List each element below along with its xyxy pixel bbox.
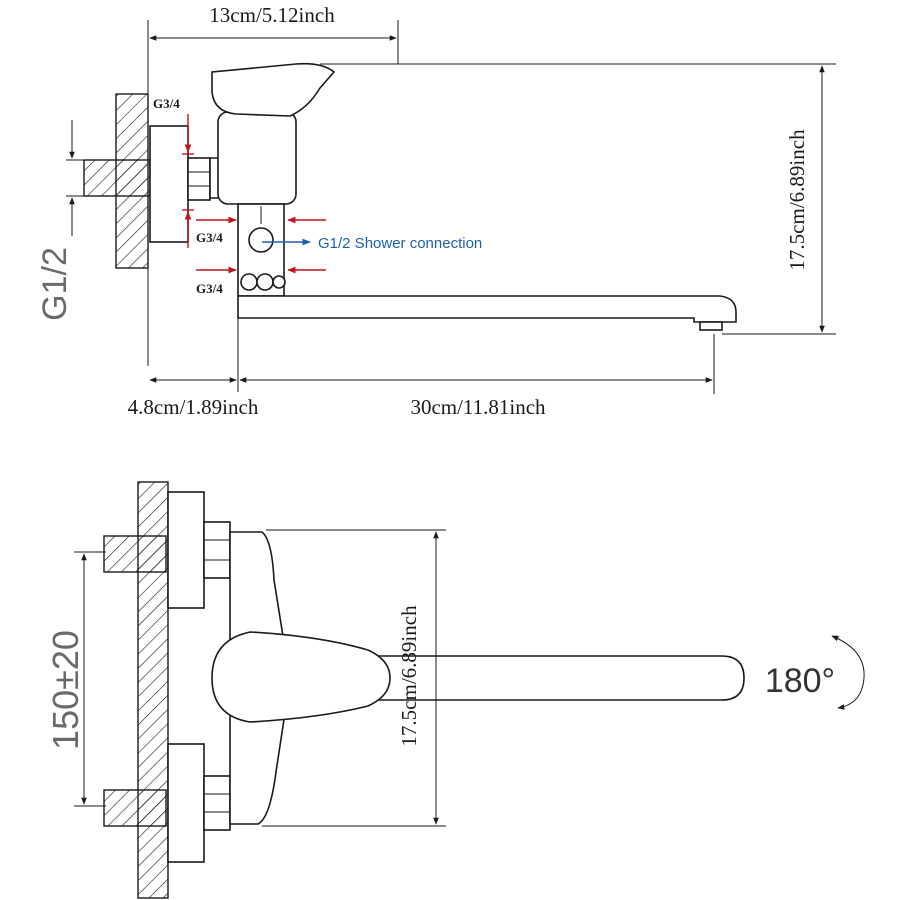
upper-nut [203,521,231,579]
rotation-label: 180° [765,662,835,700]
dim-spout-length: 30cm/11.81inch [410,395,546,419]
spout-side [237,295,737,323]
aerator-side [699,321,723,331]
nut-side [187,157,211,201]
wall-thread-label: G1/2 [36,247,74,321]
inlet-spacing-label: 150±20 [45,630,86,750]
shower-port-circle [248,227,274,253]
inlet-mid-label: G3/4 [196,230,223,245]
side-view: 13cm/5.12inch 17.5cm/6.89inch 4.8cm/1.89… [36,3,836,419]
flange-side [149,125,189,243]
shower-connection-label: G1/2 Shower connection [318,235,482,252]
dim-height-side: 17.5cm/6.89inch [785,129,809,271]
dim-height-front: 17.5cm/6.89inch [397,605,421,747]
inlet-top-label: G3/4 [153,96,180,111]
dim-wall-offset: 4.8cm/1.89inch [128,395,259,419]
upper-inlet-pipe [103,535,167,573]
upper-flange [167,491,205,609]
rotation-arrow-icon [831,635,865,710]
dim-top-width: 13cm/5.12inch [209,3,335,27]
lower-flange [167,743,205,863]
lower-inlet-pipe [103,789,167,827]
lever-handle-side [211,62,336,117]
inlet-bottom-label: G3/4 [196,281,223,296]
lever-handle-front [211,631,391,723]
front-view: 17.5cm/6.89inch 150±20 180° [45,481,865,899]
spout-front [359,655,745,701]
lower-nut [203,775,231,831]
wall-pipe-side [83,159,151,197]
mixer-body-side [217,111,297,205]
